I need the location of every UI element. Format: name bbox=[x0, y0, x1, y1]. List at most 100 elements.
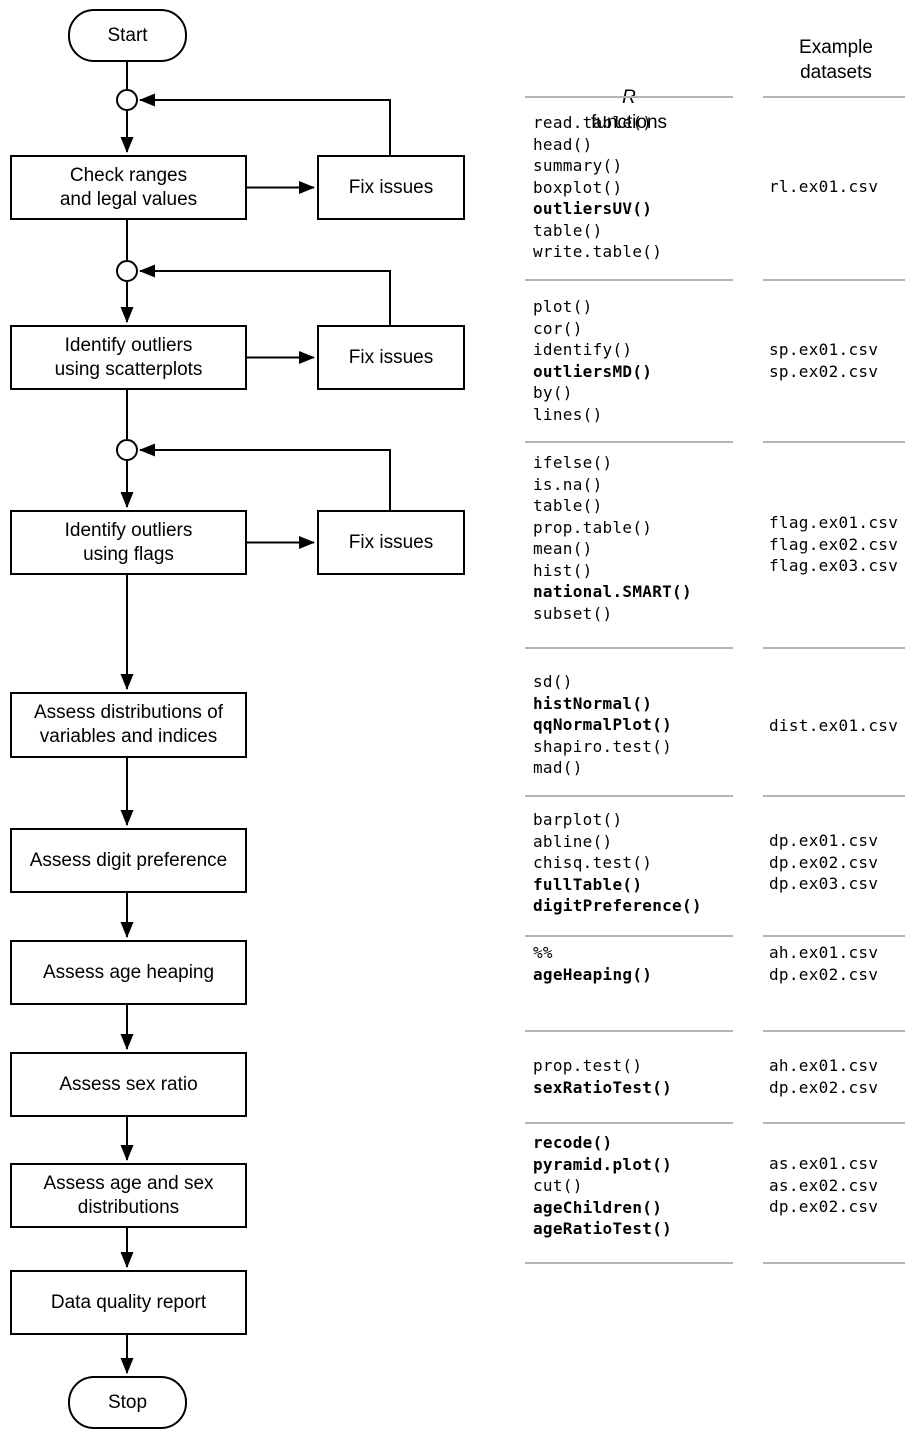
dataset-filename: sp.ex01.csv bbox=[769, 340, 879, 359]
flow-node-label: Assess distributions of variables and in… bbox=[33, 702, 224, 747]
r-function-name: prop.table() bbox=[533, 517, 653, 537]
r-function-name: boxplot() bbox=[533, 177, 623, 197]
dataset-filename: as.ex02.csv bbox=[769, 1175, 879, 1195]
flow-node-label: Fix issues bbox=[348, 176, 434, 198]
r-function-name: fullTable() bbox=[533, 874, 643, 894]
r-function-name: chisq.test() bbox=[533, 853, 653, 872]
junction-circle-1 bbox=[116, 89, 138, 111]
r-functions-block: prop.test()sexRatioTest() bbox=[533, 1055, 672, 1098]
flow-node-assess-distributions: Assess distributions of variables and in… bbox=[10, 692, 247, 758]
r-function-name: identify() bbox=[533, 340, 633, 359]
r-function-name: digitPreference() bbox=[533, 896, 702, 915]
r-function-name: prop.test() bbox=[533, 1056, 643, 1075]
connector-fix2-junction2 bbox=[139, 264, 391, 325]
r-function-name: plot() bbox=[533, 297, 593, 316]
r-function-name: outliersMD() bbox=[533, 361, 653, 381]
connector-fix1-junction1 bbox=[139, 93, 391, 155]
dataset-filename: sp.ex02.csv bbox=[769, 361, 879, 381]
flow-node-label: Identify outliers using scatterplots bbox=[54, 334, 203, 380]
separator-rule bbox=[763, 96, 905, 98]
r-function-name: by() bbox=[533, 383, 573, 402]
dataset-filename: rl.ex01.csv bbox=[769, 177, 879, 196]
dataset-filename: dist.ex01.csv bbox=[769, 716, 899, 735]
r-function-name: is.na() bbox=[533, 474, 603, 494]
r-function-name: write.table() bbox=[533, 242, 663, 261]
dataset-filename: ah.ex01.csv bbox=[769, 943, 879, 962]
r-function-name: shapiro.test() bbox=[533, 736, 673, 756]
dataset-filename: dp.ex01.csv bbox=[769, 831, 879, 850]
example-datasets-block: rl.ex01.csv bbox=[769, 176, 878, 198]
flow-node-assess-sex-ratio: Assess sex ratio bbox=[10, 1052, 247, 1117]
dataset-filename: as.ex01.csv bbox=[769, 1154, 879, 1173]
separator-rule bbox=[525, 279, 733, 281]
flow-node-label: Assess digit preference bbox=[29, 849, 228, 871]
r-function-name: head() bbox=[533, 134, 593, 154]
r-function-name: sd() bbox=[533, 672, 573, 691]
r-function-name: outliersUV() bbox=[533, 199, 653, 218]
example-datasets-block: dist.ex01.csv bbox=[769, 715, 898, 737]
r-function-name: barplot() bbox=[533, 810, 623, 829]
r-function-name: pyramid.plot() bbox=[533, 1154, 673, 1174]
separator-rule bbox=[525, 795, 733, 797]
separator-rule bbox=[763, 441, 905, 443]
flow-node-label: Assess sex ratio bbox=[59, 1073, 198, 1095]
r-function-name: mean() bbox=[533, 539, 593, 558]
example-datasets-block: sp.ex01.csv sp.ex02.csv bbox=[769, 339, 878, 382]
r-function-name: subset() bbox=[533, 603, 613, 623]
example-datasets-block: ah.ex01.csv dp.ex02.csv bbox=[769, 1055, 878, 1098]
flow-node-label: Identify outliers using flags bbox=[64, 519, 193, 565]
dataset-filename: dp.ex02.csv bbox=[769, 1197, 879, 1216]
separator-rule bbox=[525, 935, 733, 937]
r-function-name: cor() bbox=[533, 318, 583, 338]
r-functions-block: barplot()abline()chisq.test()fullTable()… bbox=[533, 809, 702, 917]
r-function-name: lines() bbox=[533, 404, 603, 424]
separator-rule bbox=[763, 1122, 905, 1124]
r-function-name: %% bbox=[533, 943, 553, 962]
r-function-name: table() bbox=[533, 496, 603, 515]
flow-node-data-quality-report: Data quality report bbox=[10, 1270, 247, 1335]
flow-node-assess-age-heaping: Assess age heaping bbox=[10, 940, 247, 1005]
r-function-name: ifelse() bbox=[533, 453, 613, 472]
flow-node-label: Assess age and sex distributions bbox=[43, 1172, 214, 1218]
dataset-filename: ah.ex01.csv bbox=[769, 1056, 879, 1075]
r-function-name: national.SMART() bbox=[533, 582, 692, 601]
r-function-name: table() bbox=[533, 220, 603, 240]
r-functions-block: %% ageHeaping() bbox=[533, 942, 652, 985]
dataset-filename: dp.ex02.csv bbox=[769, 852, 879, 872]
flow-node-label: Assess age heaping bbox=[42, 961, 215, 983]
separator-rule bbox=[525, 96, 733, 98]
r-functions-block: read.table()head()summary()boxplot()outl… bbox=[533, 112, 662, 263]
flow-node-label: Fix issues bbox=[348, 346, 434, 368]
r-functions-block: sd() histNormal() qqNormalPlot() shapiro.te… bbox=[533, 671, 672, 779]
r-function-name: ageRatioTest() bbox=[533, 1219, 673, 1238]
functions-word: functions bbox=[590, 112, 668, 133]
separator-rule bbox=[525, 441, 733, 443]
flow-node-fix-issues-1: Fix issues bbox=[317, 155, 465, 220]
flow-node-check-ranges: Check ranges and legal values bbox=[10, 155, 247, 220]
column-header-example-datasets: Example datasets bbox=[799, 37, 873, 83]
r-function-name: qqNormalPlot() bbox=[533, 715, 673, 734]
flow-node-label: Check ranges and legal values bbox=[59, 164, 198, 210]
r-functions-block: ifelse() is.na() table() prop.table() mean()… bbox=[533, 452, 692, 624]
flow-node-label: Data quality report bbox=[50, 1291, 207, 1313]
separator-rule bbox=[763, 935, 905, 937]
example-datasets-block: as.ex01.csv as.ex02.csv dp.ex02.csv bbox=[769, 1153, 878, 1218]
r-function-name: cut() bbox=[533, 1176, 583, 1195]
r-function-name: histNormal() bbox=[533, 693, 653, 713]
separator-rule bbox=[763, 795, 905, 797]
separator-rule bbox=[525, 647, 733, 649]
flow-node-start-label: Start bbox=[107, 24, 148, 46]
separator-rule bbox=[763, 279, 905, 281]
separator-rule bbox=[763, 1262, 905, 1264]
separator-rule bbox=[763, 1030, 905, 1032]
flow-node-fix-issues-2: Fix issues bbox=[317, 325, 465, 390]
dataset-filename: flag.ex02.csv bbox=[769, 534, 899, 554]
r-function-name: ageHeaping() bbox=[533, 964, 653, 984]
r-function-name: ageChildren() bbox=[533, 1197, 663, 1217]
flow-node-outliers-scatterplots: Identify outliers using scatterplots bbox=[10, 325, 247, 390]
dataset-filename: dp.ex02.csv bbox=[769, 1077, 879, 1097]
r-functions-block: recode()pyramid.plot()cut()ageChildren()… bbox=[533, 1132, 672, 1240]
